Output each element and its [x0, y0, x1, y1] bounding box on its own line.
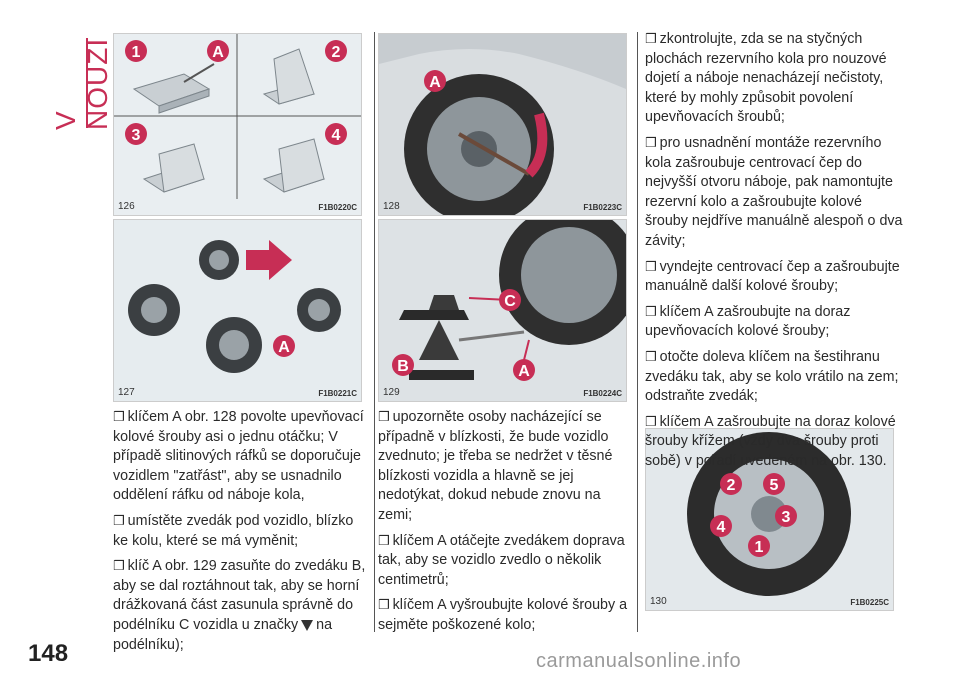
figure-130-number: 130: [650, 596, 667, 607]
checkbox-bullet-icon: ❒: [645, 349, 657, 365]
checkbox-bullet-icon: ❒: [113, 513, 125, 529]
fig130-label-5: 5: [770, 477, 779, 494]
section-title: V NOUZI: [50, 37, 113, 130]
col3-paragraph: ❒vyndejte centrovací čep a zašroubujte m…: [645, 258, 900, 295]
fig130-label-4: 4: [717, 519, 726, 536]
column-divider-1: [374, 32, 375, 632]
col2-paragraph: ❒upozorněte osoby nacházející se případn…: [378, 409, 613, 523]
checkbox-bullet-icon: ❒: [113, 410, 125, 425]
checkbox-bullet-icon: ❒: [645, 32, 657, 47]
figure-130-code: F1B0225C: [850, 598, 889, 607]
figure-128-number: 128: [383, 201, 400, 212]
checkbox-bullet-icon: ❒: [645, 414, 657, 430]
fig129-label-c: C: [504, 293, 516, 310]
figure-126: 1 A 2 3 4 126 F1B0220C: [113, 33, 362, 216]
triangle-marker-icon: [301, 619, 314, 631]
checkbox-bullet-icon: ❒: [645, 135, 657, 151]
figure-128-code: F1B0223C: [583, 203, 622, 212]
fig126-label-3: 3: [132, 127, 141, 144]
figure-127-illustration: A: [128, 240, 341, 373]
col2-paragraph: ❒klíčem A otáčejte zvedákem doprava tak,…: [378, 532, 625, 588]
checkbox-bullet-icon: ❒: [113, 559, 125, 575]
figure-126-number: 126: [118, 201, 135, 212]
col3-paragraph: ❒zkontrolujte, zda se na styčných plochá…: [645, 31, 887, 126]
figure-129-illustration: C B A: [392, 220, 626, 381]
fig129-label-a: A: [518, 363, 530, 380]
column-1-text: ❒klíčem A obr. 128 povolte upevňovací ko…: [113, 408, 368, 661]
col2-paragraph: ❒klíčem A vyšroubujte kolové šrouby a se…: [378, 597, 628, 633]
figure-127: A 127 F1B0221C: [113, 219, 362, 402]
figure-129-code: F1B0224C: [583, 389, 622, 398]
section-title-area: V NOUZI: [0, 0, 113, 160]
fig126-label-2: 2: [332, 44, 341, 61]
fig130-label-2: 2: [727, 477, 736, 494]
figure-130: 2 5 3 4 1 130 F1B0225C: [645, 428, 894, 611]
checkbox-bullet-icon: ❒: [378, 533, 390, 549]
figure-129-number: 129: [383, 387, 400, 398]
fig127-label-a: A: [278, 339, 290, 356]
column-3-text: ❒zkontrolujte, zda se na styčných plochá…: [645, 30, 907, 477]
watermark: carmanualsonline.info: [536, 650, 742, 672]
fig130-label-1: 1: [755, 539, 764, 556]
page-number: 148: [28, 640, 69, 667]
figure-127-code: F1B0221C: [318, 389, 357, 398]
checkbox-bullet-icon: ❒: [378, 410, 390, 425]
figure-126-illustration: 1 A 2 3 4: [114, 34, 361, 199]
fig129-label-b: B: [397, 358, 409, 375]
fig128-label-a: A: [429, 74, 441, 91]
col1-paragraph: ❒klíčem A obr. 128 povolte upevňovací ko…: [113, 409, 364, 504]
figure-130-illustration: 2 5 3 4 1: [687, 432, 851, 596]
figure-127-number: 127: [118, 387, 135, 398]
figure-128-illustration: A: [379, 34, 626, 215]
col1-paragraph: ❒klíč A obr. 129 zasuňte do zvedáku B, a…: [113, 558, 366, 653]
figure-128: A 128 F1B0223C: [378, 33, 627, 216]
fig130-label-3: 3: [782, 509, 791, 526]
fig126-label-a: A: [212, 44, 224, 61]
col3-paragraph: ❒pro usnadnění montáže rezervního kola z…: [645, 134, 903, 249]
col1-paragraph: ❒umístěte zvedák pod vozidlo, blízko ke …: [113, 512, 354, 549]
col3-paragraph: ❒klíčem A zašroubujte na doraz upevňovac…: [645, 303, 851, 340]
figure-126-code: F1B0220C: [318, 203, 357, 212]
checkbox-bullet-icon: ❒: [645, 259, 657, 275]
column-2-text: ❒upozorněte osoby nacházející se případn…: [378, 408, 633, 642]
checkbox-bullet-icon: ❒: [645, 304, 657, 320]
col3-paragraph: ❒otočte doleva klíčem na šestihranu zved…: [645, 348, 899, 405]
fig126-label-4: 4: [332, 127, 341, 144]
column-divider-2: [637, 32, 638, 632]
title-rule: [86, 38, 88, 128]
fig126-label-1: 1: [132, 44, 141, 61]
figure-129: C B A 129 F1B0224C: [378, 219, 627, 402]
checkbox-bullet-icon: ❒: [378, 598, 390, 614]
col3-paragraph: ❒klíčem A zašroubujte na doraz kolové šr…: [645, 413, 896, 469]
